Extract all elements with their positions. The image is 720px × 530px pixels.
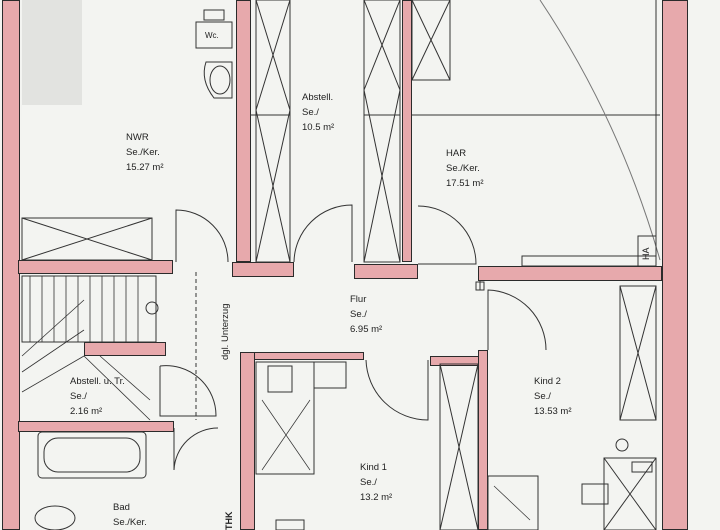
toilet-bowl xyxy=(209,65,231,95)
kind2-wardrobe xyxy=(619,285,657,421)
room-name: Kind 2 xyxy=(534,376,561,387)
room-use: Se./ xyxy=(360,477,377,488)
wc-label: Wc. xyxy=(205,31,219,40)
room-area: 13.2 m² xyxy=(360,492,393,503)
room-kind1: Kind 1 Se./ 13.2 m² xyxy=(360,460,392,505)
shelf-2 xyxy=(363,0,401,263)
ha-label: HA xyxy=(641,247,651,260)
room-name: Flur xyxy=(350,294,367,305)
room-use: Se./ xyxy=(70,391,87,402)
room-area: 6.95 m² xyxy=(350,324,383,335)
blurred-area xyxy=(22,0,82,105)
door-kind2 xyxy=(487,289,547,351)
ha-box xyxy=(521,255,657,267)
stair-upper xyxy=(21,275,157,343)
door-har xyxy=(417,205,477,265)
wardrobe-kind xyxy=(439,363,479,530)
room-abstell: Abstell. Se./ 10.5 m² xyxy=(302,90,334,135)
shelf-1 xyxy=(255,0,291,263)
shelf-3 xyxy=(411,0,451,81)
bad-basin xyxy=(34,505,76,530)
room-use: Se./ xyxy=(302,107,319,118)
wall-nwr-abstell xyxy=(236,0,251,262)
nwr-shelf xyxy=(21,217,153,261)
room-area: 17.51 m² xyxy=(446,178,484,189)
door-abstell xyxy=(293,204,353,263)
wall-abstell-har xyxy=(402,0,412,262)
stair-post xyxy=(145,301,159,315)
room-abstell-tr: Abstell. u. Tr. Se./ 2.16 m² xyxy=(70,374,125,419)
room-use: Se./Ker. xyxy=(446,163,480,174)
wall-abstell-bottom-right xyxy=(354,264,418,279)
kind2-desk xyxy=(603,457,657,530)
door-nwr xyxy=(175,209,229,263)
door-bad xyxy=(173,427,219,471)
room-name: NWR xyxy=(126,132,149,143)
room-name: Abstell. xyxy=(302,92,334,103)
thk-label: THK xyxy=(224,511,234,530)
room-name: Bad xyxy=(113,502,130,513)
room-area: 2.16 m² xyxy=(70,406,103,417)
room-use: Se./Ker. xyxy=(126,147,160,158)
room-name: Kind 1 xyxy=(360,462,387,473)
room-bad: Bad Se./Ker. xyxy=(113,500,147,530)
ha-unit xyxy=(637,235,657,267)
wc-cistern xyxy=(203,9,225,21)
room-name: HAR xyxy=(446,148,467,159)
room-area: 15.27 m² xyxy=(126,162,164,173)
door-kind1 xyxy=(365,359,429,421)
room-nwr: NWR Se./Ker. 15.27 m² xyxy=(126,130,164,175)
room-name: Abstell. u. Tr. xyxy=(70,376,125,387)
unterzug-label: dgl. Unterzug xyxy=(220,303,231,360)
room-kind2: Kind 2 Se./ 13.53 m² xyxy=(534,374,572,419)
bathtub xyxy=(37,431,147,479)
room-area: 10.5 m² xyxy=(302,122,335,133)
room-use: Se./Ker. xyxy=(113,517,147,528)
room-har: HAR Se./Ker. 17.51 m² xyxy=(446,146,484,191)
room-use: Se./ xyxy=(534,391,551,402)
door-abstell-tr xyxy=(159,365,217,417)
room-flur: Flur Se./ 6.95 m² xyxy=(350,292,382,337)
kind2-chair xyxy=(581,483,609,505)
wall-outer-right xyxy=(662,0,688,530)
room-area: 13.53 m² xyxy=(534,406,572,417)
wall-kind1-top xyxy=(254,352,364,360)
kind2-bed xyxy=(487,475,539,530)
wc-box xyxy=(195,21,233,49)
kind1-bed xyxy=(255,361,315,475)
washbasin-shape xyxy=(203,61,233,99)
room-use: Se./ xyxy=(350,309,367,320)
